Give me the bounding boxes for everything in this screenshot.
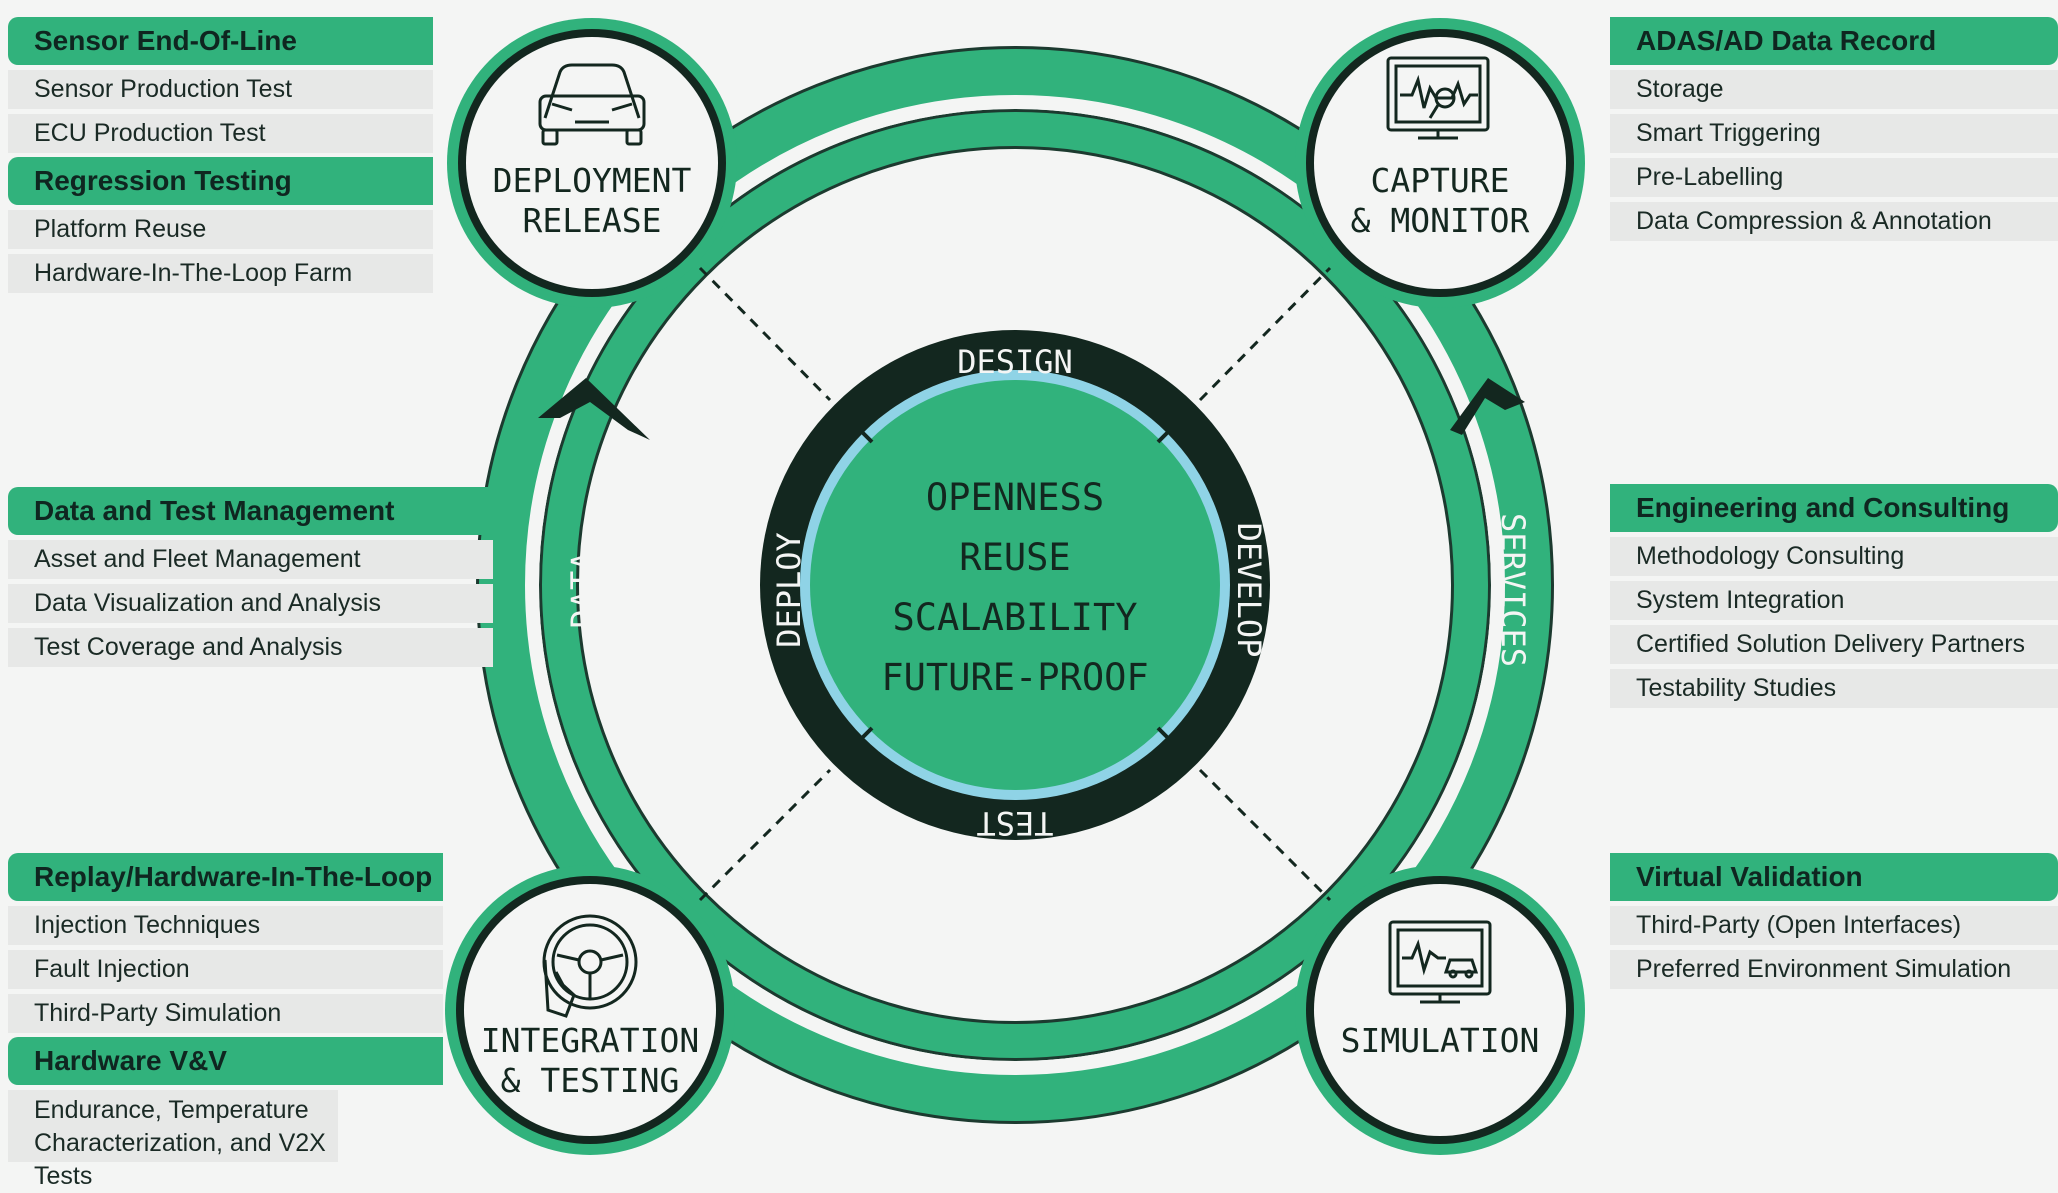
panel-header: Replay/Hardware-In-The-Loop [8,853,443,901]
panel-item: Test Coverage and Analysis [8,628,493,667]
node-label: SIMULATION [1341,1021,1540,1060]
core-value: SCALABILITY [892,596,1137,639]
panel-integration: Replay/Hardware-In-The-Loop Injection Te… [8,853,443,1190]
panel-item: Injection Techniques [8,906,443,945]
node-label: & MONITOR [1351,201,1530,240]
core-values: OPENNESS REUSE SCALABILITY FUTURE-PROOF [881,476,1148,699]
cycle-label-design: DESIGN [957,343,1073,381]
panel-item: Smart Triggering [1610,114,2058,153]
panel-header: Virtual Validation [1610,853,2058,901]
dashed-connectors [698,266,1332,902]
panel-data-management: Data and Test Management Asset and Fleet… [8,487,493,667]
panel-item: Pre-Labelling [1610,158,2058,197]
cycle-label-develop: DEVELOP [1230,523,1268,658]
panel-item: Preferred Environment Simulation [1610,950,2058,989]
node-label: RELEASE [522,201,661,240]
ring-label-services: SERVICES [1494,513,1532,667]
panel-capture: ADAS/AD Data Record Storage Smart Trigge… [1610,17,2058,241]
node-deployment[interactable]: DEPLOYMENT RELEASE [447,18,737,308]
node-label: & TESTING [501,1061,680,1100]
panel-item: Asset and Fleet Management [8,540,493,579]
simulation-monitor-icon [1388,920,1492,1004]
ring-arrow-left [538,378,650,440]
node-integration[interactable]: INTEGRATION & TESTING [445,865,735,1155]
panel-header: Hardware V&V [8,1037,443,1085]
cycle-label-test: TEST [976,804,1053,842]
panel-item: Third-Party (Open Interfaces) [1610,906,2058,945]
panel-item: Data Visualization and Analysis [8,584,493,623]
panel-item: Third-Party Simulation [8,994,443,1033]
ring-arrow-right [1450,378,1525,435]
steering-wheel-icon [542,914,638,1018]
core-value: FUTURE-PROOF [881,656,1148,699]
panel-item: Platform Reuse [8,210,433,249]
panel-header: ADAS/AD Data Record [1610,17,2058,65]
panel-deployment: Sensor End-Of-Line Sensor Production Tes… [8,17,433,293]
panel-item: ECU Production Test [8,114,433,153]
panel-item: Certified Solution Delivery Partners [1610,625,2058,664]
panel-header: Engineering and Consulting [1610,484,2058,532]
panel-item: Sensor Production Test [8,70,433,109]
core-value: OPENNESS [926,476,1104,519]
node-label: CAPTURE [1370,161,1509,200]
panel-item: Fault Injection [8,950,443,989]
panel-header: Data and Test Management [8,487,493,535]
monitor-icon [1386,56,1490,140]
panel-item: System Integration [1610,581,2058,620]
panel-services: Engineering and Consulting Methodology C… [1610,484,2058,708]
node-capture[interactable]: CAPTURE & MONITOR [1295,18,1585,308]
cycle-ring [760,330,1270,840]
car-icon [538,63,646,146]
panel-item: Testability Studies [1610,669,2058,708]
core-value: REUSE [959,536,1070,579]
cycle-label-deploy: DEPLOY [770,532,808,648]
node-label: INTEGRATION [481,1021,700,1060]
panel-item: Storage [1610,70,2058,109]
panel-item: Hardware-In-The-Loop Farm [8,254,433,293]
outer-ring [476,46,1554,1124]
panel-header: Regression Testing [8,157,433,205]
node-simulation[interactable]: SIMULATION [1295,865,1585,1155]
node-label: DEPLOYMENT [493,161,692,200]
panel-header: Sensor End-Of-Line [8,17,433,65]
panel-item: Methodology Consulting [1610,537,2058,576]
panel-simulation: Virtual Validation Third-Party (Open Int… [1610,853,2058,989]
panel-item: Endurance, Temperature Characterization,… [8,1090,338,1190]
diagram-canvas: DATA SERVICES DESIGN DEVELOP TEST DEPLOY… [445,18,1585,1155]
ring-label-data: DATA [564,551,602,628]
panel-item: Data Compression & Annotation [1610,202,2058,241]
